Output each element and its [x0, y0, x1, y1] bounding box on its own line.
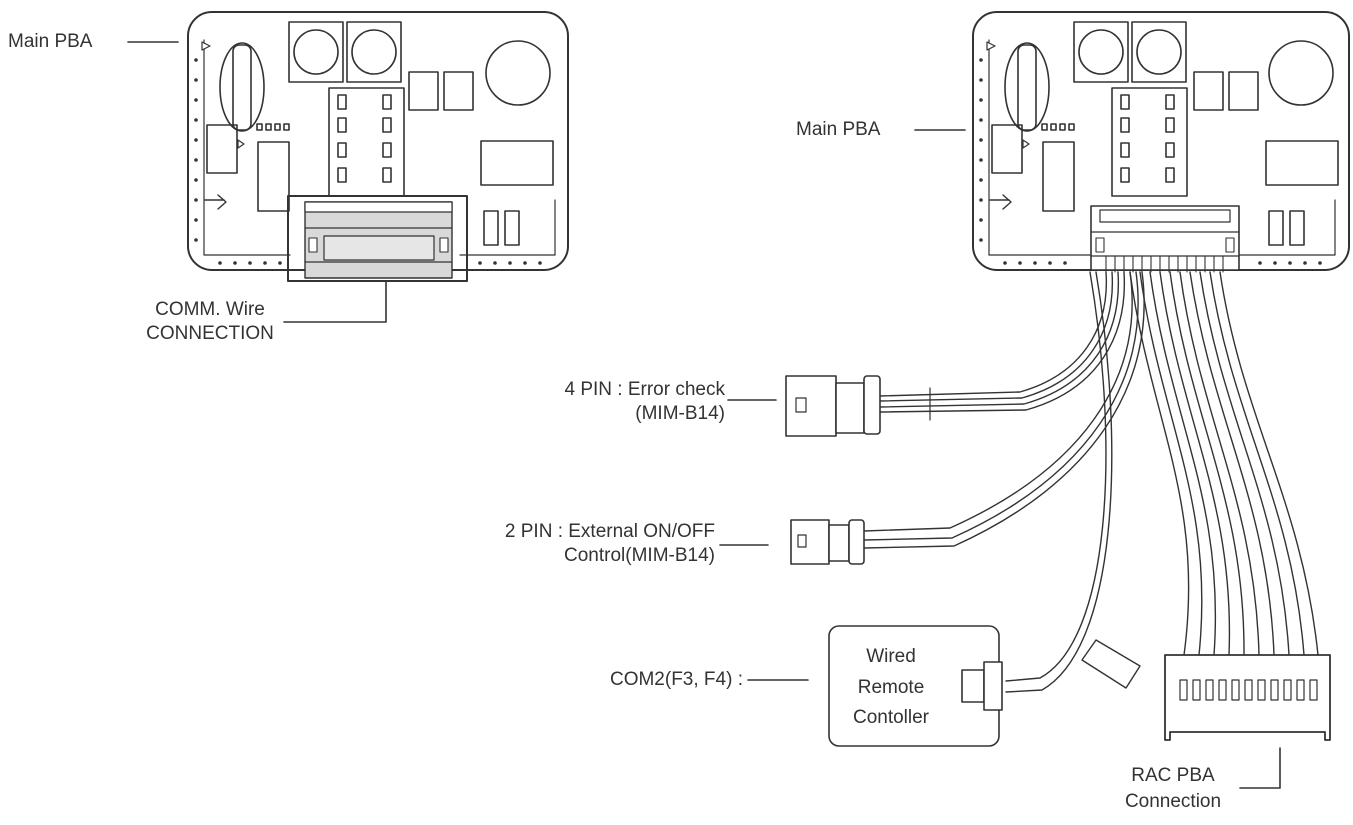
two-pin-label-line1: 2 PIN : External ON/OFF	[504, 521, 715, 542]
four-pin-wires	[879, 271, 1126, 421]
rac-pba-label-line2: Connection	[1124, 791, 1222, 812]
rac-pba-connector	[1164, 654, 1331, 741]
rac-wire-bundle	[1129, 271, 1319, 656]
rac-pba-leader	[1239, 747, 1281, 789]
four-pin-label-line1: 4 PIN : Error check	[564, 379, 726, 400]
left-board-edge-dots	[194, 58, 542, 265]
wired-remote-label-line3: Contoller	[852, 707, 930, 728]
two-pin-connector	[790, 519, 865, 565]
com2-label: COM2(F3, F4) :	[609, 669, 743, 690]
wired-remote-label-line2: Remote	[857, 677, 925, 698]
right-main-pba-board	[972, 11, 1350, 271]
rac-pba-label-line1: RAC PBA	[1131, 765, 1215, 786]
wired-remote-label-line1: Wired	[866, 646, 916, 667]
four-pin-label-line2: (MIM-B14)	[635, 403, 725, 424]
four-pin-connector	[785, 375, 881, 437]
comm-wire-label-line1: COMM. Wire	[155, 299, 265, 320]
comm-wire-leader	[283, 281, 387, 323]
harness-pins	[1105, 255, 1224, 273]
com2-wires	[1005, 271, 1113, 693]
two-pin-label-line2: Control(MIM-B14)	[564, 545, 715, 566]
two-pin-wires	[863, 271, 1145, 549]
wired-remote-controller	[828, 625, 1003, 747]
cable-sleeve	[1081, 639, 1141, 689]
comm-wire-label-line2: CONNECTION	[146, 323, 274, 344]
main-pba-right-label: Main PBA	[796, 119, 881, 140]
right-board-edge-dots	[979, 58, 1322, 265]
left-main-pba-board	[187, 11, 569, 282]
main-pba-left-label: Main PBA	[8, 31, 93, 52]
